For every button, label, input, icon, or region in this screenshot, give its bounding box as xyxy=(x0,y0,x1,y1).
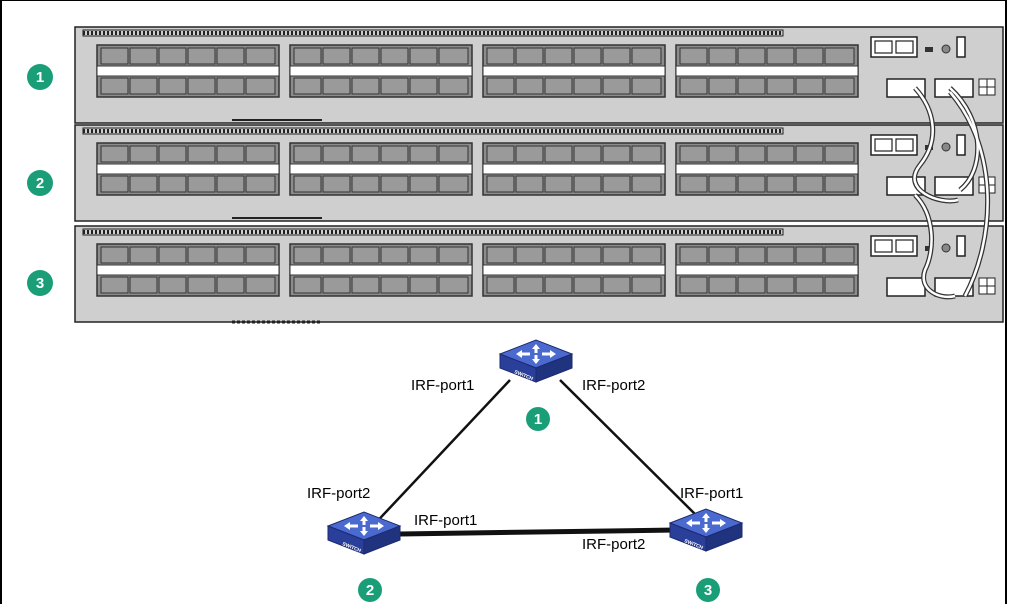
link-1-3 xyxy=(559,379,707,526)
switch-chassis-3 xyxy=(75,226,1003,322)
link-1-2 xyxy=(368,379,511,531)
switch3-link-port-label: IRF-port2 xyxy=(582,536,645,553)
switch1-left-port-label: IRF-port1 xyxy=(411,377,474,394)
svg-text:1: 1 xyxy=(36,69,44,86)
switch2-top-port-label: IRF-port2 xyxy=(307,485,370,502)
chassis-badge-2: 2 xyxy=(27,170,53,196)
switch3-top-port-label: IRF-port1 xyxy=(680,485,743,502)
switch2-link-port-label: IRF-port1 xyxy=(414,512,477,529)
chassis-badge-3: 3 xyxy=(27,270,53,296)
svg-text:2: 2 xyxy=(36,175,44,192)
switch-icon-2: SWITCH xyxy=(327,511,401,555)
svg-text:3: 3 xyxy=(704,582,712,599)
svg-text:3: 3 xyxy=(36,275,44,292)
switch-icon-1: SWITCH xyxy=(499,339,573,383)
switch-chassis-2 xyxy=(75,125,1003,221)
svg-text:2: 2 xyxy=(366,582,374,599)
topology-badge-1: 1 xyxy=(526,407,550,431)
switch-chassis-1 xyxy=(75,27,1003,123)
switch1-right-port-label: IRF-port2 xyxy=(582,377,645,394)
topology-badge-2: 2 xyxy=(358,578,382,602)
switch-icon-3: SWITCH xyxy=(669,508,743,552)
chassis-badge-1: 1 xyxy=(27,64,53,90)
topology-badge-3: 3 xyxy=(696,578,720,602)
svg-text:1: 1 xyxy=(534,411,542,428)
link-2-3 xyxy=(399,527,677,537)
